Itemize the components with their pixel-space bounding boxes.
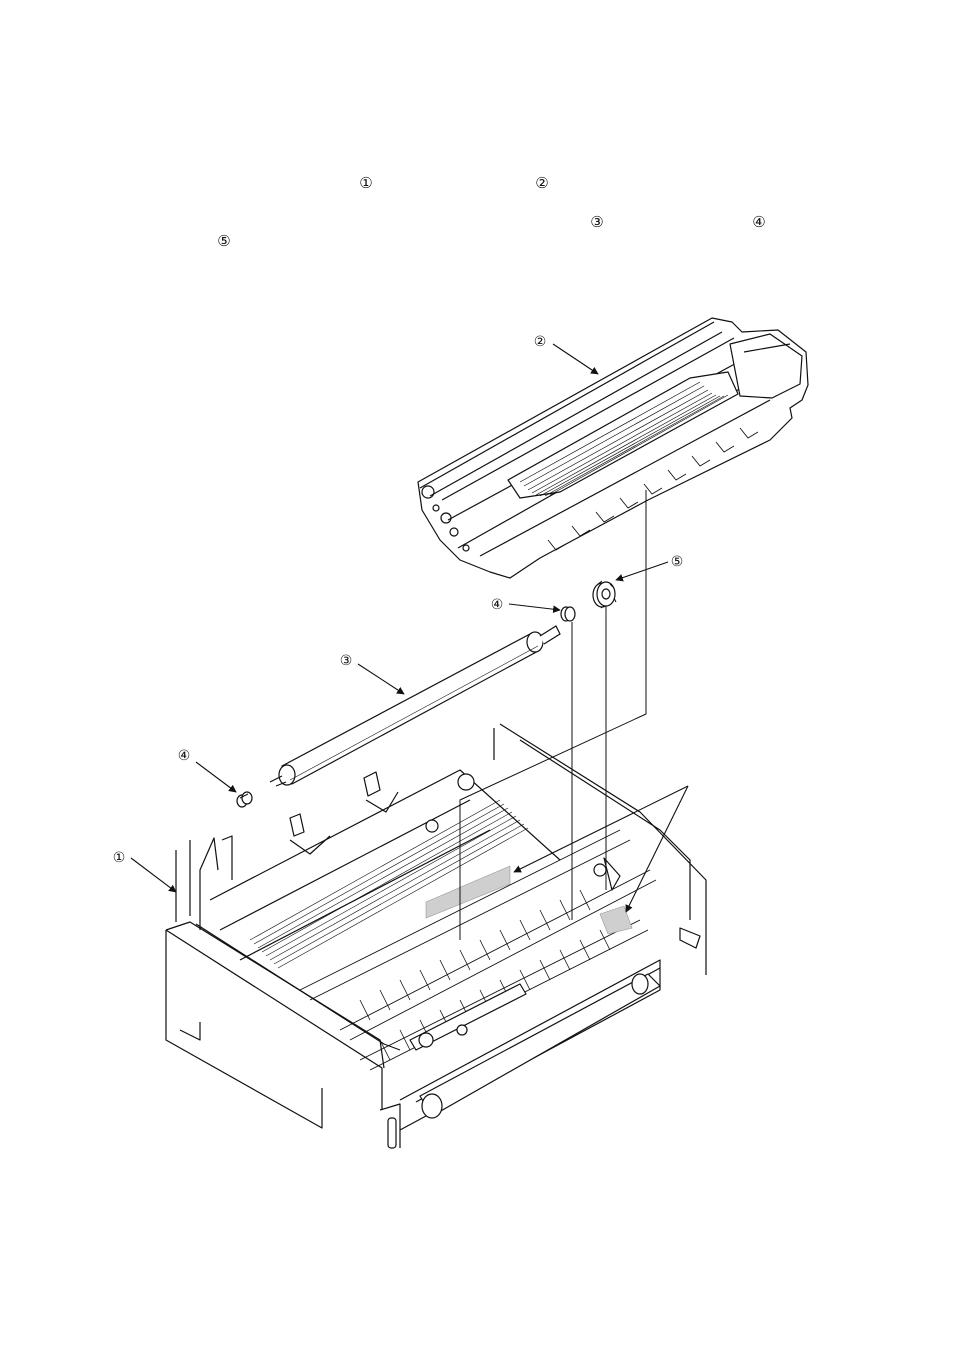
callout-cartridge: ②	[534, 334, 547, 350]
roller-bushing-right	[561, 607, 575, 621]
callout-printer: ①	[113, 850, 126, 866]
alignment-lines	[240, 490, 646, 940]
callout-bushing-right: ④	[491, 597, 504, 613]
callout-bushing-left: ④	[178, 748, 191, 764]
image-drum-cartridge	[418, 318, 808, 578]
transfer-roller	[270, 626, 560, 786]
printer-body	[166, 724, 706, 1148]
callout-roller: ③	[340, 653, 353, 669]
drive-gear	[593, 581, 616, 608]
callout-gear: ⑤	[671, 554, 684, 570]
roller-bushing-left	[237, 792, 252, 807]
